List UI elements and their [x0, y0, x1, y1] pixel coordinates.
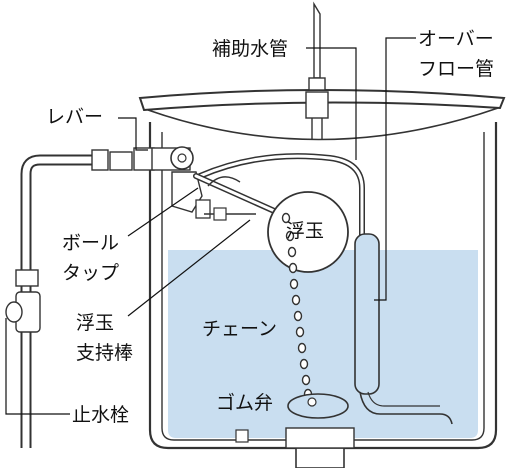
- ball-tap-nozzle: [195, 199, 211, 219]
- label-overflow-pipe-line2: フロー管: [418, 58, 495, 80]
- rubber-valve-ring: [307, 397, 317, 407]
- leader-overflow-pipe: [374, 37, 416, 301]
- rod-clip: [213, 207, 227, 221]
- label-float: 浮玉: [286, 220, 325, 242]
- supply-pipe-core: [22, 156, 92, 448]
- tank-water: [168, 250, 478, 438]
- stop-valve-collar: [15, 269, 39, 287]
- label-float-rod-line1: 浮玉: [76, 312, 115, 334]
- spout-collar: [305, 91, 329, 119]
- label-chain: チェーン: [202, 318, 278, 340]
- overflow-pipe-base: [359, 391, 453, 425]
- supply-nut-3: [133, 147, 155, 171]
- chain-link: [281, 212, 291, 224]
- spout-collar-top: [308, 77, 326, 91]
- leader-float-rod: [127, 219, 251, 317]
- overflow-pipe: [354, 233, 380, 395]
- supply-nut-1: [91, 149, 109, 171]
- supply-nut-2: [109, 151, 133, 171]
- chain-link: [293, 310, 303, 322]
- label-ball-tap-line2: タップ: [62, 262, 120, 284]
- chain-link: [299, 358, 309, 370]
- bolt-left: [235, 429, 249, 443]
- chain-link: [301, 374, 311, 386]
- label-lever: レバー: [46, 106, 104, 128]
- drain-collar: [285, 427, 355, 449]
- auxiliary-water-pipe-inner: [198, 154, 364, 238]
- label-ball-tap-line1: ボール: [62, 232, 120, 254]
- chain-link: [288, 262, 298, 274]
- label-float-rod-line2: 支持棒: [76, 342, 134, 364]
- top-spout: [313, 1, 321, 79]
- chain-link: [289, 278, 299, 290]
- chain-link: [285, 230, 295, 242]
- chain-link: [297, 342, 307, 354]
- leader-lines: [5, 37, 416, 415]
- leader-lever: [118, 117, 148, 151]
- label-stop-valve: 止水栓: [72, 404, 130, 426]
- leader-auxiliary-pipe: [306, 47, 357, 160]
- rubber-valve: [287, 393, 349, 419]
- leader-stop-valve: [5, 318, 70, 415]
- label-rubber-valve: ゴム弁: [216, 392, 274, 414]
- overflow-pipe-base-inner: [367, 391, 440, 407]
- leader-ball-tap: [127, 187, 199, 237]
- drain-outlet: [295, 447, 345, 468]
- chain-link: [291, 294, 301, 306]
- rod-linkage: [204, 176, 256, 215]
- chain-link: [295, 326, 305, 338]
- label-overflow-pipe-line1: オーバー: [418, 28, 494, 50]
- label-auxiliary-pipe: 補助水管: [212, 38, 289, 60]
- chain-link: [287, 246, 297, 258]
- stop-valve-knob: [5, 301, 23, 323]
- ball-tap-knob-center: [177, 153, 187, 163]
